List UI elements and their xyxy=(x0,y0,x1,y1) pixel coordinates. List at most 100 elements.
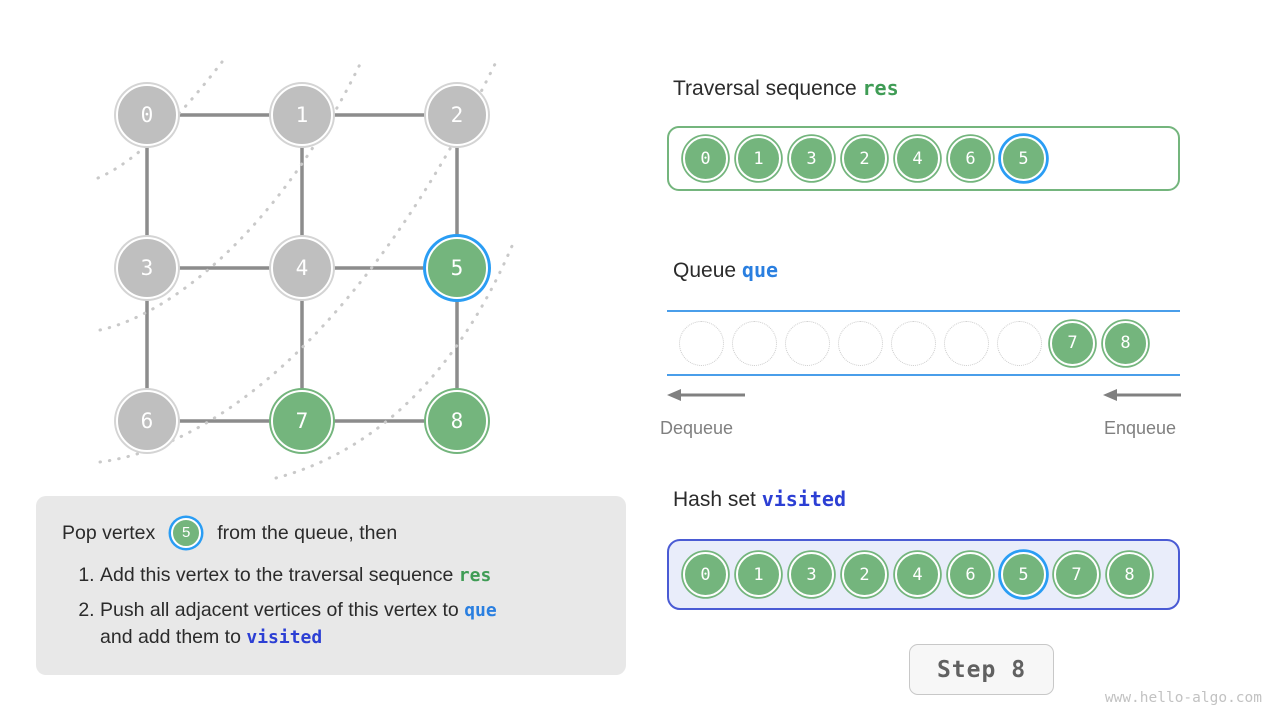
watermark: www.hello-algo.com xyxy=(1104,690,1262,706)
caption-vertex-badge-label: 5 xyxy=(182,523,191,541)
caption-step-2-text-a: Push all adjacent vertices of this verte… xyxy=(100,598,459,621)
visited-cell-8[interactable]: 8 xyxy=(1107,552,1152,597)
enqueue-arrow-icon xyxy=(1103,389,1181,401)
graph-node-1-label: 1 xyxy=(295,103,309,127)
que-slot-7-label: 7 xyxy=(1067,333,1078,353)
step-indicator: Step 8 xyxy=(909,644,1054,695)
graph-node-4[interactable]: 4 xyxy=(271,237,333,299)
caption-step-2: Push all adjacent vertices of this verte… xyxy=(100,597,600,651)
caption-step-2-code-b: visited xyxy=(246,626,323,648)
graph-node-7[interactable]: 7 xyxy=(271,390,333,452)
graph-node-8[interactable]: 8 xyxy=(426,390,488,452)
res-cell-3[interactable]: 2 xyxy=(842,136,887,181)
res-cell-4-label: 4 xyxy=(912,148,923,169)
que-title-code: que xyxy=(741,258,779,282)
visited-cell-0[interactable]: 0 xyxy=(683,552,728,597)
visited-cell-5[interactable]: 6 xyxy=(948,552,993,597)
que-slot-6[interactable] xyxy=(997,320,1042,366)
visited-cell-7-label: 7 xyxy=(1071,564,1082,585)
graph-node-0-label: 0 xyxy=(140,103,154,127)
que-slot-3[interactable] xyxy=(838,320,883,366)
visited-cell-4[interactable]: 4 xyxy=(895,552,940,597)
visited-cell-8-label: 8 xyxy=(1124,564,1135,585)
res-cell-1-label: 1 xyxy=(753,148,764,169)
visited-cell-3[interactable]: 2 xyxy=(842,552,887,597)
graph-node-2[interactable]: 2 xyxy=(426,84,488,146)
caption-vertex-badge: 5 xyxy=(171,518,202,548)
res-cell-6-label: 5 xyxy=(1018,148,1029,169)
res-title: Traversal sequence res xyxy=(673,76,899,101)
visited-cell-2[interactable]: 3 xyxy=(789,552,834,597)
graph-node-0[interactable]: 0 xyxy=(116,84,178,146)
res-cell-0[interactable]: 0 xyxy=(683,136,728,181)
caption-lead-before: Pop vertex xyxy=(62,521,156,544)
visited-cell-1[interactable]: 1 xyxy=(736,552,781,597)
graph-panel: 0 1 2 3 4 5 6 7 8 xyxy=(0,0,640,490)
que-slot-2[interactable] xyxy=(785,320,830,366)
graph-node-8-label: 8 xyxy=(450,409,464,433)
graph-node-6[interactable]: 6 xyxy=(116,390,178,452)
res-cell-6[interactable]: 5 xyxy=(1001,136,1046,181)
que-slot-8[interactable]: 8 xyxy=(1103,320,1148,366)
visited-container: 0 1 3 2 4 6 5 7 8 xyxy=(667,539,1180,610)
graph-node-5[interactable]: 5 xyxy=(426,237,488,299)
graph-node-2-label: 2 xyxy=(450,103,464,127)
visited-cell-6-label: 5 xyxy=(1018,564,1029,585)
caption-step-1-code: res xyxy=(458,565,492,586)
caption-step-2-code-a: que xyxy=(464,599,497,621)
que-slot-0[interactable] xyxy=(679,320,724,366)
dotted-curve-3 xyxy=(98,60,498,464)
dequeue-label: Dequeue xyxy=(660,418,734,438)
visited-cell-5-label: 6 xyxy=(965,564,976,585)
res-cell-1[interactable]: 1 xyxy=(736,136,781,181)
visited-cell-0-label: 0 xyxy=(700,564,711,585)
res-cell-2[interactable]: 3 xyxy=(789,136,834,181)
caption-lead-after: from the queue, then xyxy=(217,521,398,544)
enqueue-label: Enqueue xyxy=(1104,418,1177,438)
dequeue-arrow-icon xyxy=(667,389,745,401)
que-slot-4[interactable] xyxy=(891,320,936,366)
res-title-text: Traversal sequence xyxy=(673,77,857,100)
res-cell-4[interactable]: 4 xyxy=(895,136,940,181)
res-title-code: res xyxy=(862,76,899,100)
graph-node-3[interactable]: 3 xyxy=(116,237,178,299)
res-container: 0 1 3 2 4 6 5 xyxy=(667,126,1180,191)
visited-cell-3-label: 2 xyxy=(859,564,870,585)
res-cell-5[interactable]: 6 xyxy=(948,136,993,181)
dotted-curve-4 xyxy=(274,244,514,480)
visited-cell-7[interactable]: 7 xyxy=(1054,552,1099,597)
caption-box: Pop vertex 5 from the queue, then Add th… xyxy=(36,496,626,675)
caption-step-2-text-b: and add them to xyxy=(100,625,241,648)
que-slot-1[interactable] xyxy=(732,320,777,366)
caption-step-1-text: Add this vertex to the traversal sequenc… xyxy=(100,564,454,586)
visited-title: Hash set visited xyxy=(673,487,846,512)
que-title-text: Queue xyxy=(673,259,737,282)
res-cell-row: 0 1 3 2 4 6 5 xyxy=(683,128,1046,189)
graph-node-3-label: 3 xyxy=(140,256,154,280)
step-indicator-label: Step 8 xyxy=(936,656,1027,683)
caption-step-list: Add this vertex to the traversal sequenc… xyxy=(62,562,600,651)
visited-cell-2-label: 3 xyxy=(806,564,817,585)
graph-node-1[interactable]: 1 xyxy=(271,84,333,146)
caption-lead-line: Pop vertex 5 from the queue, then xyxy=(62,518,600,548)
graph-node-6-label: 6 xyxy=(140,409,154,433)
que-slot-7[interactable]: 7 xyxy=(1050,320,1095,366)
visited-cell-4-label: 4 xyxy=(912,564,923,585)
graph-node-4-label: 4 xyxy=(295,256,309,280)
res-cell-2-label: 3 xyxy=(806,148,817,169)
caption-step-1: Add this vertex to the traversal sequenc… xyxy=(100,562,600,589)
que-slot-8-label: 8 xyxy=(1120,333,1131,353)
res-cell-0-label: 0 xyxy=(700,148,711,169)
que-slot-5[interactable] xyxy=(944,320,989,366)
que-title: Queue que xyxy=(673,258,778,283)
visited-cell-6[interactable]: 5 xyxy=(1001,552,1046,597)
res-cell-3-label: 2 xyxy=(859,148,870,169)
visited-title-code: visited xyxy=(761,487,847,511)
graph-node-5-label: 5 xyxy=(450,256,464,280)
graph-node-7-label: 7 xyxy=(295,409,309,433)
visited-title-text: Hash set xyxy=(673,488,756,511)
visited-cell-row: 0 1 3 2 4 6 5 7 8 xyxy=(683,541,1152,608)
